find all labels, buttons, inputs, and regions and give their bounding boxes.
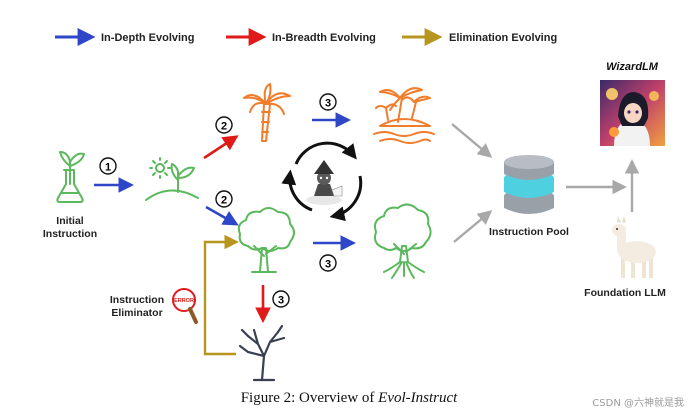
caption-prefix: Figure 2: Overview of (241, 390, 378, 406)
cycle-arrow-right (329, 175, 363, 222)
cycle-arrow-left (281, 169, 313, 212)
foundation-llm-label: Foundation LLM (584, 287, 666, 299)
seedling-flask-icon (56, 151, 85, 203)
step-one-badge (99, 157, 117, 175)
tree-icon (237, 207, 295, 273)
instruction-eliminator-line-2: Eliminator (111, 307, 162, 319)
legend-elimination-label: Elimination Evolving (449, 32, 557, 44)
figure-caption: Figure 2: Overview of Evol-Instruct (241, 390, 458, 406)
step-two-upper-number: 2 (221, 121, 227, 133)
elimination-bracket (203, 234, 239, 356)
caption-emphasis: Evol-Instruct (377, 390, 458, 406)
arrow-island-to-pool (451, 123, 493, 158)
rooted-tree-icon (374, 203, 432, 279)
step-two-lower-number: 2 (221, 195, 227, 207)
error-badge-text: ERROR (174, 298, 194, 304)
in-breadth-arrow-to-palm (203, 135, 239, 160)
legend-in-breadth-label: In-Breadth Evolving (272, 32, 376, 44)
initial-instruction-line-2: Instruction (43, 228, 97, 240)
step-three-top-badge (319, 93, 337, 111)
step-one-number: 1 (105, 162, 111, 174)
llama-icon (612, 216, 656, 278)
instruction-pool-label: Instruction Pool (489, 226, 569, 238)
evolution-cycle (281, 141, 363, 222)
in-depth-arrow-to-tree (205, 205, 239, 226)
dead-tree-icon (238, 324, 286, 382)
database-icon (504, 155, 554, 214)
legend: In-Depth Evolving In-Breadth Evolving El… (55, 28, 557, 46)
step-three-middle-badge (319, 254, 337, 272)
initial-instruction-label: Initial Instruction (43, 215, 97, 240)
instruction-eliminator-line-1: Instruction (110, 294, 164, 306)
arrow-rooted-tree-to-pool (453, 210, 493, 243)
step-three-middle-number: 3 (325, 259, 331, 271)
cycle-arrow-top (294, 141, 357, 165)
step-three-bottom-badge (272, 290, 290, 308)
step-three-bottom-number: 3 (278, 295, 284, 307)
palm-island-icon (373, 87, 435, 144)
palm-tree-icon (243, 83, 291, 142)
step-three-top-number: 3 (325, 98, 331, 110)
instruction-eliminator-label: Instruction Eliminator (110, 294, 164, 319)
error-magnifier-icon: ERROR (172, 288, 198, 324)
wizard-mascot-icon (306, 160, 343, 205)
legend-in-depth-label: In-Depth Evolving (101, 32, 195, 44)
step-two-upper-badge (215, 116, 233, 134)
step-two-lower-badge (215, 190, 233, 208)
wizardlm-label: WizardLM (606, 61, 659, 73)
wizardlm-portrait-icon (600, 80, 665, 146)
watermark: CSDN @六神就是我 (592, 396, 684, 409)
sprout-hill-icon (145, 157, 199, 201)
initial-instruction-line-1: Initial (56, 215, 84, 227)
